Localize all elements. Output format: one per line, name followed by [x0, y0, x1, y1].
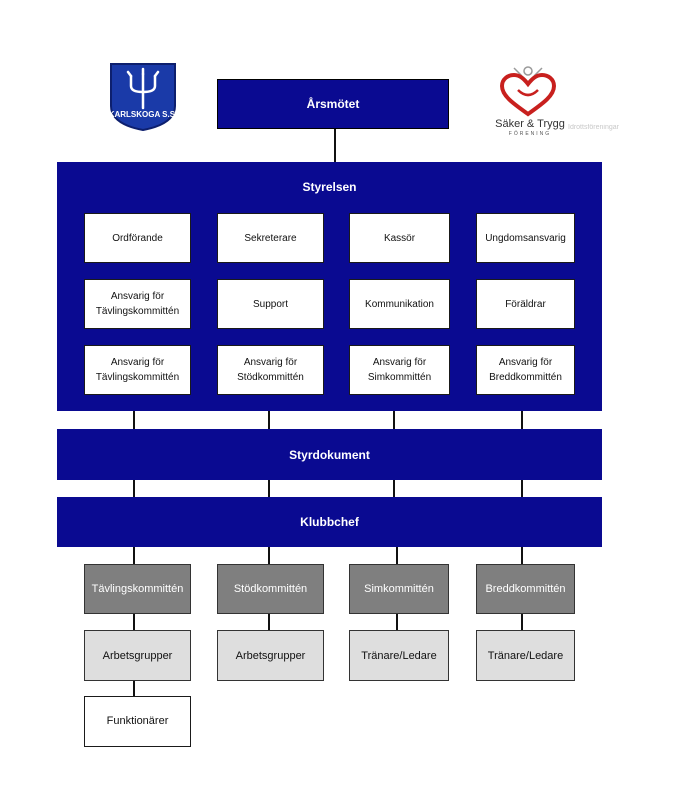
connector-klubbchef-committee-1 — [133, 546, 135, 566]
connector-committee-group-2 — [268, 613, 270, 631]
group-arbetsgrupper-2: Arbetsgrupper — [217, 630, 324, 681]
funktionarer-box: Funktionärer — [84, 696, 191, 747]
role-label: Ordförande — [112, 232, 163, 244]
connector-styrelsen-styrdokument-3 — [393, 410, 395, 430]
connector-styrdokument-klubbchef-4 — [521, 478, 523, 498]
committee-sim: Simkommittén — [349, 564, 449, 614]
role-kassor: Kassör — [349, 213, 450, 263]
connector-klubbchef-committee-3 — [396, 546, 398, 566]
committee-tavling: Tävlingskommittén — [84, 564, 191, 614]
connector-klubbchef-committee-4 — [521, 546, 523, 566]
saker-trygg-title: Säker & Trygg — [495, 118, 565, 130]
klubbchef-title: Klubbchef — [300, 515, 359, 529]
connector-committee-group-3 — [396, 613, 398, 631]
committee-stod: Stödkommittén — [217, 564, 324, 614]
role-support: Support — [217, 279, 324, 329]
saker-trygg-extra: Idrottsföreningar — [568, 124, 619, 131]
saker-trygg-logo: Säker & Trygg FÖRENING Idrottsföreningar — [484, 60, 624, 142]
saker-trygg-subtitle: FÖRENING — [508, 131, 552, 137]
group-tranare-ledare-2: Tränare/Ledare — [476, 630, 575, 681]
group-label: Arbetsgrupper — [102, 649, 173, 662]
group-arbetsgrupper-1: Arbetsgrupper — [84, 630, 191, 681]
heart-icon — [499, 66, 557, 117]
committee-label: Simkommittén — [364, 583, 434, 595]
styrdokument-title: Styrdokument — [289, 447, 370, 462]
role-ungdomsansvarig: Ungdomsansvarig — [476, 213, 575, 263]
role-ansvarig-bredd: Ansvarig för Breddkommittén — [476, 345, 575, 395]
connector-committee-group-4 — [521, 613, 523, 631]
role-ansvarig-tavling-1: Ansvarig för Tävlingskommittén — [84, 279, 191, 329]
connector-styrdokument-klubbchef-2 — [268, 478, 270, 498]
connector-committee-group-1 — [133, 613, 135, 631]
arsmotet-box: Årsmötet — [217, 79, 449, 129]
role-kommunikation: Kommunikation — [349, 279, 450, 329]
connector-klubbchef-committee-2 — [268, 546, 270, 566]
arsmotet-title: Årsmötet — [306, 97, 360, 111]
group-label: Tränare/Ledare — [487, 649, 564, 662]
group-label: Tränare/Ledare — [361, 649, 437, 662]
connector-group-funktionarer — [133, 680, 135, 697]
connector-styrelsen-styrdokument-1 — [133, 410, 135, 430]
connector-styrdokument-klubbchef-3 — [393, 478, 395, 498]
role-label: Föräldrar — [505, 298, 546, 310]
role-label-line1: Ansvarig för — [110, 291, 165, 302]
role-label-line1: Ansvarig för — [243, 357, 298, 368]
role-label-line2: Breddkommittén — [489, 372, 562, 383]
role-label-line2: Tävlingskommittén — [95, 372, 180, 383]
connector-styrdokument-klubbchef-1 — [133, 478, 135, 498]
connector-arsmotet-styrelsen — [334, 128, 336, 162]
role-ansvarig-tavling-2: Ansvarig för Tävlingskommittén — [84, 345, 191, 395]
role-ansvarig-sim: Ansvarig för Simkommittén — [349, 345, 450, 395]
group-label: Arbetsgrupper — [235, 649, 306, 662]
connector-styrelsen-styrdokument-2 — [268, 410, 270, 430]
role-foraldrar: Föräldrar — [476, 279, 575, 329]
role-label: Support — [252, 298, 289, 310]
committee-label: Stödkommittén — [233, 583, 308, 595]
role-label-line2: Tävlingskommittén — [95, 306, 180, 317]
role-label-line1: Ansvarig för — [498, 357, 553, 368]
club-logo-text: KARLSKOGA S.S. — [108, 110, 178, 119]
committee-label: Tävlingskommittén — [91, 583, 184, 595]
role-label: Ungdomsansvarig — [485, 232, 566, 244]
role-label-line1: Ansvarig för — [110, 357, 165, 368]
role-label-line2: Simkommittén — [367, 372, 432, 383]
styrelsen-title: Styrelsen — [302, 180, 357, 194]
role-label: Kommunikation — [365, 298, 434, 310]
styrdokument-box: Styrdokument — [57, 429, 602, 480]
role-label-line1: Ansvarig för — [372, 357, 427, 368]
role-ordforande: Ordförande — [84, 213, 191, 263]
role-ansvarig-stod: Ansvarig för Stödkommittén — [217, 345, 324, 395]
funktionarer-label: Funktionärer — [106, 715, 169, 727]
role-sekreterare: Sekreterare — [217, 213, 324, 263]
committee-bredd: Breddkommittén — [476, 564, 575, 614]
connector-styrelsen-styrdokument-4 — [521, 410, 523, 430]
role-label: Sekreterare — [244, 232, 297, 244]
klubbchef-box: Klubbchef — [57, 497, 602, 547]
group-tranare-ledare-1: Tränare/Ledare — [349, 630, 449, 681]
committee-label: Breddkommittén — [485, 583, 566, 595]
club-logo: KARLSKOGA S.S. — [103, 62, 183, 132]
role-label: Kassör — [383, 232, 416, 244]
role-label-line2: Stödkommittén — [237, 372, 304, 383]
